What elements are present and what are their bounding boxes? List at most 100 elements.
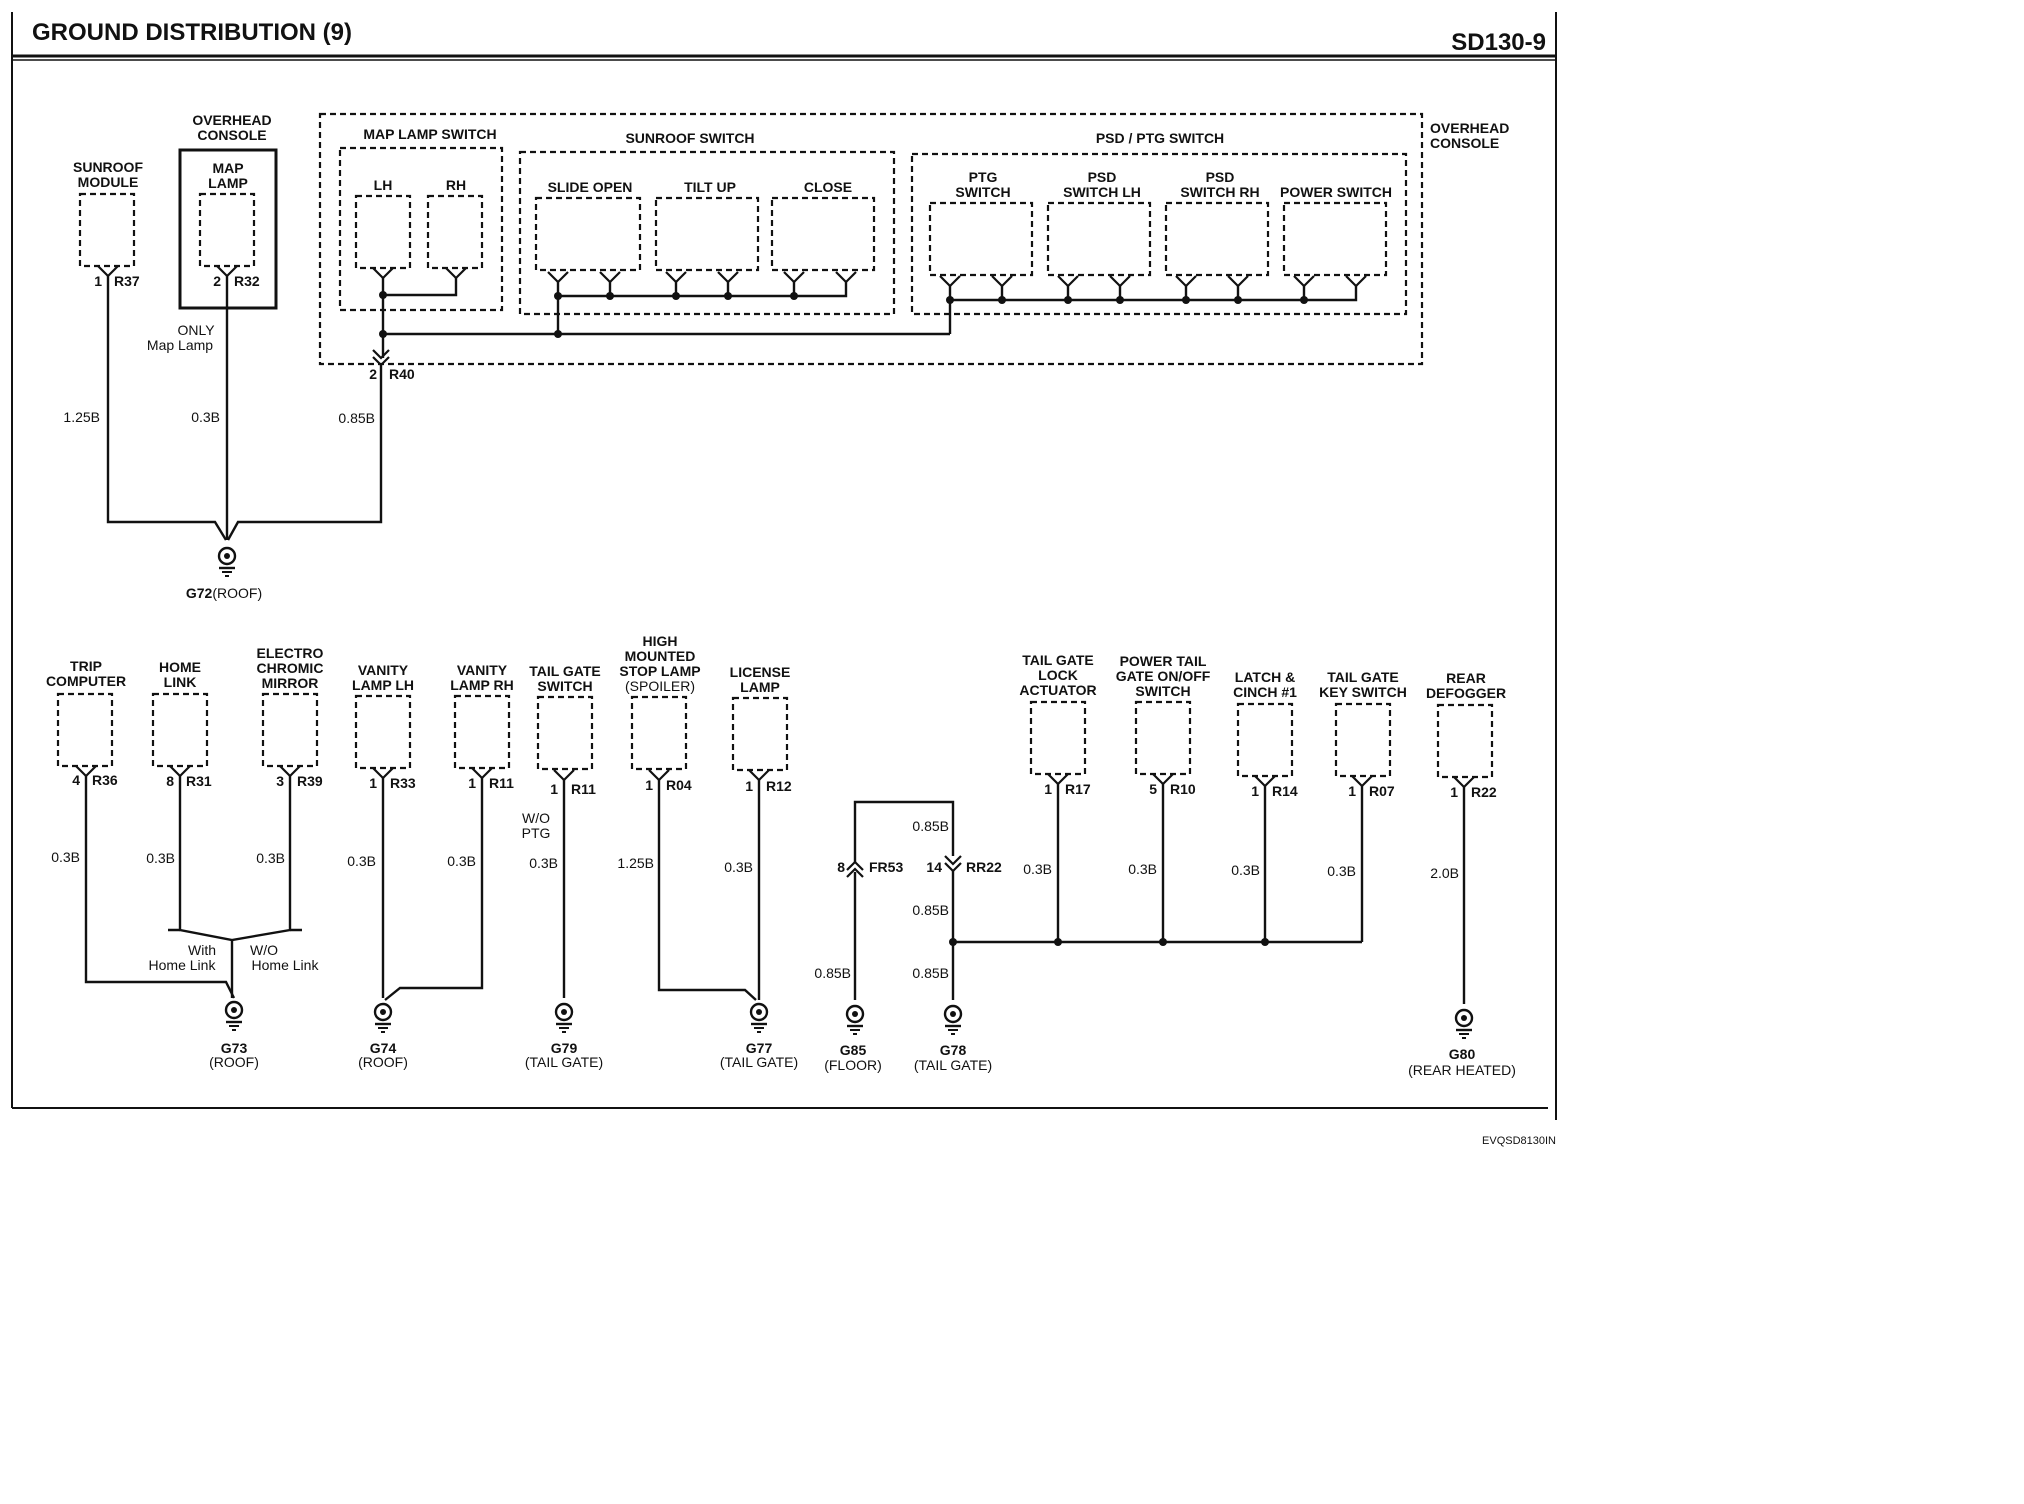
- svg-text:CONSOLE: CONSOLE: [197, 127, 266, 143]
- svg-text:STOP LAMP: STOP LAMP: [619, 663, 700, 679]
- power-tail-gate-switch: POWER TAIL GATE ON/OFF SWITCH 5 R10 0.3B: [1116, 653, 1211, 877]
- svg-text:1: 1: [1450, 784, 1458, 800]
- svg-text:R36: R36: [92, 772, 118, 788]
- svg-text:MIRROR: MIRROR: [262, 675, 319, 691]
- sunroof-module: SUNROOF MODULE 1 R37: [73, 159, 143, 289]
- svg-text:0.3B: 0.3B: [1231, 862, 1260, 878]
- svg-text:TRIP: TRIP: [70, 658, 102, 674]
- svg-text:CLOSE: CLOSE: [804, 179, 852, 195]
- rear-defogger: REAR DEFOGGER 1 R22 2.0B: [1426, 670, 1506, 1040]
- svg-text:0.3B: 0.3B: [256, 850, 285, 866]
- svg-text:5: 5: [1149, 781, 1157, 797]
- tail-gate-key-switch: TAIL GATE KEY SWITCH 1 R07 0.3B: [1319, 669, 1407, 879]
- ground-g79: G79 (TAIL GATE): [525, 1040, 603, 1070]
- overhead-console: OVERHEAD CONSOLE: [318, 112, 1509, 366]
- ground-g73: G73 (ROOF): [209, 1040, 259, 1070]
- svg-text:0.3B: 0.3B: [51, 849, 80, 865]
- svg-text:VANITY: VANITY: [457, 662, 508, 678]
- svg-text:REAR: REAR: [1446, 670, 1486, 686]
- svg-text:G79: G79: [551, 1040, 578, 1056]
- svg-text:R14: R14: [1272, 783, 1298, 799]
- svg-text:CONSOLE: CONSOLE: [1430, 135, 1499, 151]
- svg-text:(SPOILER): (SPOILER): [625, 678, 695, 694]
- svg-text:OVERHEAD: OVERHEAD: [1430, 120, 1509, 136]
- diagram-code: SD130-9: [1451, 29, 1546, 56]
- svg-text:G73: G73: [221, 1040, 248, 1056]
- svg-text:0.3B: 0.3B: [1128, 861, 1157, 877]
- g73-wiring: [84, 776, 302, 1032]
- svg-text:0.3B: 0.3B: [347, 853, 376, 869]
- svg-text:W/O: W/O: [522, 810, 550, 826]
- with-home-link-note: Home Link: [149, 957, 217, 973]
- svg-text:G80: G80: [1449, 1046, 1476, 1062]
- wiring-diagram: GROUND DISTRIBUTION (9) SD130-9 EVQSD813…: [11, 12, 1557, 1147]
- g79-wiring: [554, 780, 574, 1034]
- map-lamp-note-line1: ONLY: [177, 322, 215, 338]
- svg-text:R12: R12: [766, 778, 792, 794]
- svg-text:MAP LAMP SWITCH: MAP LAMP SWITCH: [363, 126, 496, 142]
- rr22-connector: RR22: [966, 859, 1002, 875]
- svg-text:SWITCH: SWITCH: [955, 184, 1010, 200]
- map-lamp-switch: MAP LAMP SWITCH LH RH: [338, 126, 504, 312]
- svg-text:RH: RH: [446, 177, 466, 193]
- fr53-connector: FR53: [869, 859, 903, 875]
- svg-text:1: 1: [1348, 783, 1356, 799]
- map-lamp-note-line2: Map Lamp: [147, 337, 213, 353]
- svg-text:MAP: MAP: [212, 160, 243, 176]
- svg-text:4: 4: [72, 772, 80, 788]
- wo-home-link-note: W/O: [250, 942, 278, 958]
- svg-text:HOME: HOME: [159, 659, 201, 675]
- ground-g72: G72(ROOF): [186, 585, 262, 601]
- svg-text:SWITCH LH: SWITCH LH: [1063, 184, 1141, 200]
- svg-text:(TAIL GATE): (TAIL GATE): [914, 1057, 992, 1073]
- fr53-pin: 8: [837, 859, 845, 875]
- g78-branch-wiring: [1054, 784, 1364, 946]
- svg-text:G85: G85: [840, 1042, 867, 1058]
- vanity-lamp-rh: VANITY LAMP RH 1 R11 0.3B: [447, 662, 514, 869]
- with-home-link-note: With: [188, 942, 216, 958]
- svg-text:R10: R10: [1170, 781, 1196, 797]
- svg-text:G72(ROOF): G72(ROOF): [186, 585, 262, 601]
- drawing-reference: EVQSD8130IN: [1482, 1135, 1556, 1147]
- svg-text:TAIL GATE: TAIL GATE: [529, 663, 601, 679]
- svg-text:0.3B: 0.3B: [1023, 861, 1052, 877]
- svg-text:GATE ON/OFF: GATE ON/OFF: [1116, 668, 1211, 684]
- svg-text:(ROOF): (ROOF): [358, 1054, 408, 1070]
- svg-text:1: 1: [550, 781, 558, 797]
- home-link: HOME LINK 8 R31 0.3B: [146, 659, 212, 866]
- svg-text:LAMP: LAMP: [208, 175, 248, 191]
- tail-gate-switch: TAIL GATE SWITCH 1 R11 W/O PTG 0.3B: [522, 663, 601, 871]
- svg-text:CHROMIC: CHROMIC: [257, 660, 324, 676]
- svg-text:PSD: PSD: [1088, 169, 1117, 185]
- svg-text:0.3B: 0.3B: [447, 853, 476, 869]
- svg-text:1: 1: [369, 775, 377, 791]
- top-wiring: [106, 276, 1358, 578]
- svg-text:R11: R11: [571, 781, 596, 797]
- svg-text:TAIL GATE: TAIL GATE: [1022, 652, 1094, 668]
- wire-label: 0.3B: [191, 409, 220, 425]
- wire-label: 0.85B: [912, 902, 949, 918]
- r40-pin: 2: [369, 366, 377, 382]
- g77-wiring: [657, 780, 769, 1034]
- map-lamp: OVERHEAD CONSOLE MAP LAMP 2 R32: [178, 112, 278, 310]
- svg-text:0.3B: 0.3B: [146, 850, 175, 866]
- svg-text:R07: R07: [1369, 783, 1395, 799]
- svg-text:POWER TAIL: POWER TAIL: [1120, 653, 1207, 669]
- svg-text:SWITCH: SWITCH: [1135, 683, 1190, 699]
- svg-text:LINK: LINK: [164, 674, 197, 690]
- svg-text:MOUNTED: MOUNTED: [625, 648, 696, 664]
- svg-text:1: 1: [1044, 781, 1052, 797]
- svg-text:ELECTRO: ELECTRO: [257, 645, 324, 661]
- wire-label: 0.85B: [338, 410, 375, 426]
- svg-text:2.0B: 2.0B: [1430, 865, 1459, 881]
- svg-text:1.25B: 1.25B: [617, 855, 654, 871]
- svg-text:LATCH &: LATCH &: [1235, 669, 1295, 685]
- svg-text:R22: R22: [1471, 784, 1497, 800]
- svg-text:KEY SWITCH: KEY SWITCH: [1319, 684, 1407, 700]
- wo-home-link-note: Home Link: [252, 957, 320, 973]
- svg-text:0.3B: 0.3B: [1327, 863, 1356, 879]
- svg-text:SWITCH: SWITCH: [537, 678, 592, 694]
- wire-label: 1.25B: [63, 409, 100, 425]
- ground-g77: G77 (TAIL GATE): [720, 1040, 798, 1070]
- g74-wiring: [373, 778, 484, 1034]
